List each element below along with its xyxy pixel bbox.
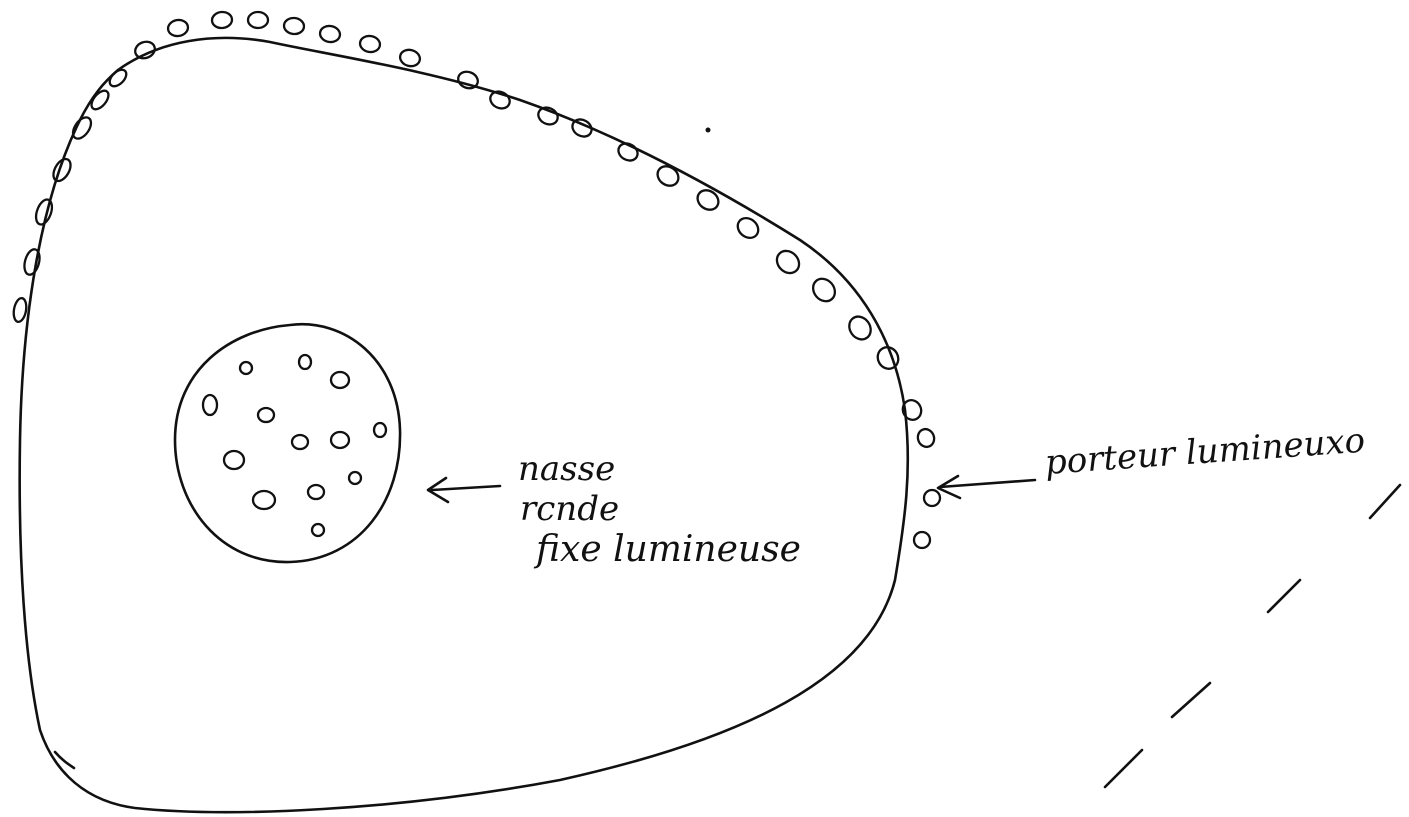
nucleus-granule	[331, 372, 349, 388]
membrane-granule	[319, 24, 341, 43]
stray-dot	[706, 128, 711, 133]
nucleus-label-line-1: nasse	[518, 452, 615, 486]
nucleus-label-line-3: fixe lumineuse	[536, 532, 801, 568]
membrane-granule	[107, 67, 130, 90]
membrane-granule	[915, 427, 936, 449]
nucleus-granules	[203, 355, 386, 536]
nucleus	[175, 324, 400, 562]
membrane-granule	[772, 246, 803, 277]
membrane-granule	[914, 532, 930, 548]
nucleus-granule	[308, 485, 324, 499]
membrane-granule	[845, 312, 875, 343]
nucleus-granule	[374, 423, 386, 437]
membrane-granule	[874, 343, 902, 372]
nucleus-arrow	[428, 478, 500, 502]
nucleus-label-line-2: rcnde	[520, 492, 619, 526]
membrane-granule	[734, 214, 762, 242]
membrane-granule	[22, 248, 42, 277]
membrane-granule	[924, 490, 940, 506]
membrane-granule	[88, 88, 111, 113]
membrane-granule	[50, 156, 74, 184]
membrane-granule	[398, 48, 421, 69]
membrane-granule	[359, 34, 381, 53]
membrane-arrow	[938, 476, 1035, 498]
membrane-granule	[654, 162, 682, 189]
nucleus-granule	[240, 362, 252, 374]
nucleus-granule	[312, 524, 324, 536]
nucleus-granule	[331, 432, 349, 448]
nucleus-granule	[349, 472, 361, 484]
nucleus-granule	[299, 355, 311, 369]
nucleus-granule	[224, 451, 244, 469]
membrane-granule	[33, 197, 55, 226]
membrane-granule	[615, 140, 640, 164]
nucleus-granule	[253, 491, 275, 509]
membrane-granule	[211, 11, 232, 29]
membrane-granule	[248, 12, 268, 28]
membrane-granule	[283, 17, 304, 35]
membrane-granule	[809, 274, 840, 305]
nucleus-granule	[258, 408, 274, 422]
cell-outline	[20, 38, 908, 812]
membrane-bumps	[12, 11, 940, 548]
nucleus-granule	[203, 395, 217, 415]
nucleus-granule	[292, 435, 308, 449]
membrane-granule	[167, 18, 189, 37]
membrane-granule	[12, 297, 28, 323]
